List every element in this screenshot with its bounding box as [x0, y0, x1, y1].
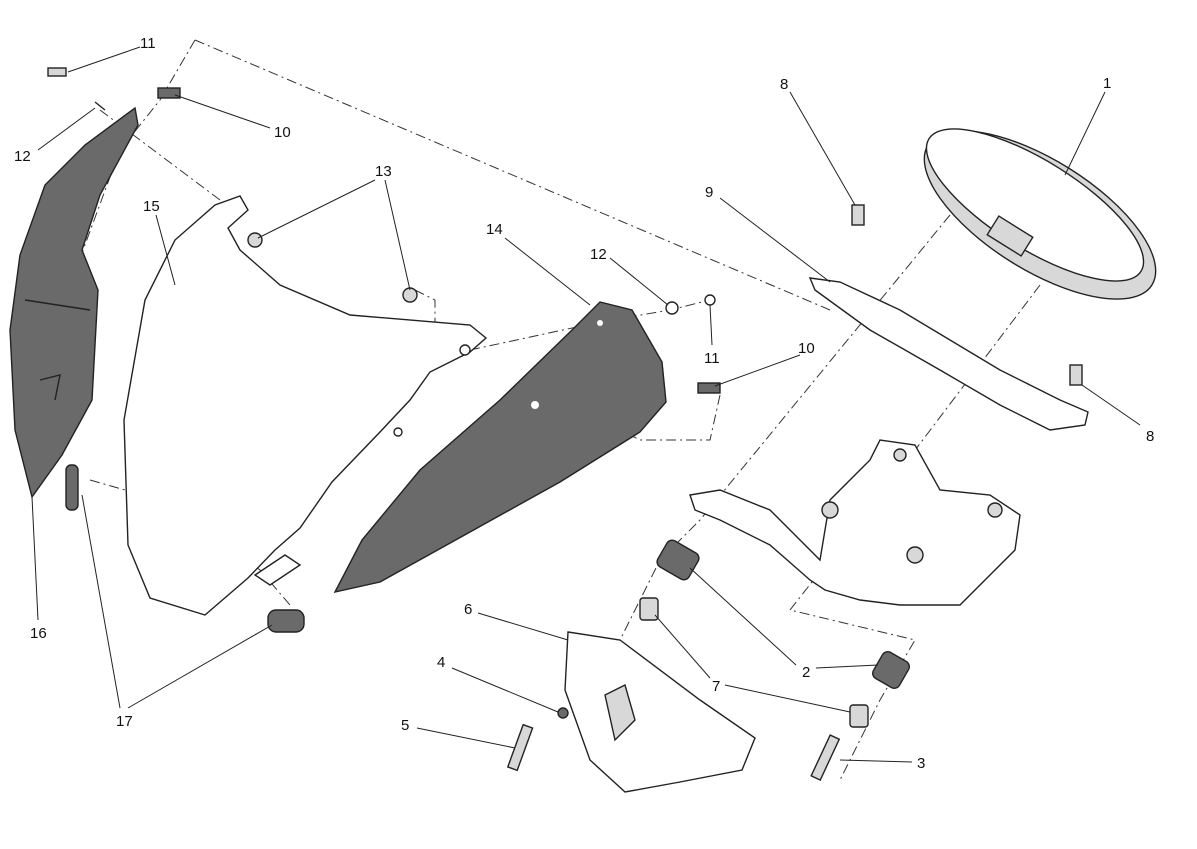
callout-2: 2: [802, 664, 810, 681]
callout-3: 3: [917, 755, 925, 772]
part-15-slot: [253, 554, 302, 586]
part-8-screw: [1069, 364, 1083, 386]
part-10-clip: [157, 87, 181, 99]
callout-13: 13: [375, 163, 392, 180]
part-3-bolt: [810, 734, 841, 781]
callout-8: 8: [780, 76, 788, 93]
small-hardware: [47, 67, 1083, 781]
callout-6: 6: [464, 601, 472, 618]
hole: [597, 320, 603, 326]
part-11-screw: [704, 294, 716, 306]
part-10-clip: [697, 382, 721, 394]
logo-emblem: [604, 683, 636, 742]
callout-10: 10: [274, 124, 291, 141]
callout-11: 11: [704, 350, 720, 367]
part-8-screw: [851, 204, 865, 226]
leader-lines: [31, 46, 1141, 763]
part-16-detail: [24, 299, 91, 401]
callout-15: 15: [143, 198, 160, 215]
hole: [987, 502, 1003, 518]
part-15-windscreen: [123, 195, 488, 616]
part-2-rubber-mount: [872, 651, 910, 689]
part-16-side-fairing: [9, 106, 139, 499]
part-6-headlight-cover: [564, 631, 756, 793]
hole: [821, 501, 839, 519]
assembly-lines: [34, 39, 1041, 781]
callout-12: 12: [14, 148, 31, 165]
part-2-rubber-mount: [656, 539, 700, 581]
part-4-washer: [557, 707, 569, 719]
part-13-nut: [402, 287, 418, 303]
part-11-screw: [47, 67, 67, 77]
callout-8: 8: [1146, 428, 1154, 445]
part-13-nut: [247, 232, 263, 248]
hole: [531, 401, 539, 409]
hole: [893, 448, 907, 462]
lower-support-bracket: [689, 439, 1021, 606]
part-1-instrument-cluster: [923, 128, 1157, 300]
callout-14: 14: [486, 221, 503, 238]
callout-10: 10: [798, 340, 815, 357]
callout-16: 16: [30, 625, 47, 642]
callout-12: 12: [590, 246, 607, 263]
part-12-washer: [665, 301, 679, 315]
hole: [393, 427, 403, 437]
callout-9: 9: [705, 184, 713, 201]
part-12-washer: [94, 101, 106, 111]
part-14-dark-panel: [333, 301, 667, 594]
callout-1: 1: [1103, 75, 1111, 92]
part-9-mounting-bracket: [808, 277, 1089, 431]
hole: [906, 546, 924, 564]
callout-labels: 11 10 12 13 15 14 12 11 10 9 8 1 8 16 17…: [14, 35, 1154, 772]
part-17-grommet: [267, 609, 305, 633]
part-17-grommet: [65, 464, 79, 511]
callout-4: 4: [437, 654, 445, 671]
part-7-spacer: [849, 704, 869, 728]
callout-7: 7: [712, 678, 720, 695]
callout-5: 5: [401, 717, 409, 734]
part-7-spacer: [639, 597, 659, 621]
callout-17: 17: [116, 713, 133, 730]
callout-11: 11: [140, 35, 156, 52]
part-5-bolt: [506, 723, 534, 772]
hole: [459, 344, 471, 356]
